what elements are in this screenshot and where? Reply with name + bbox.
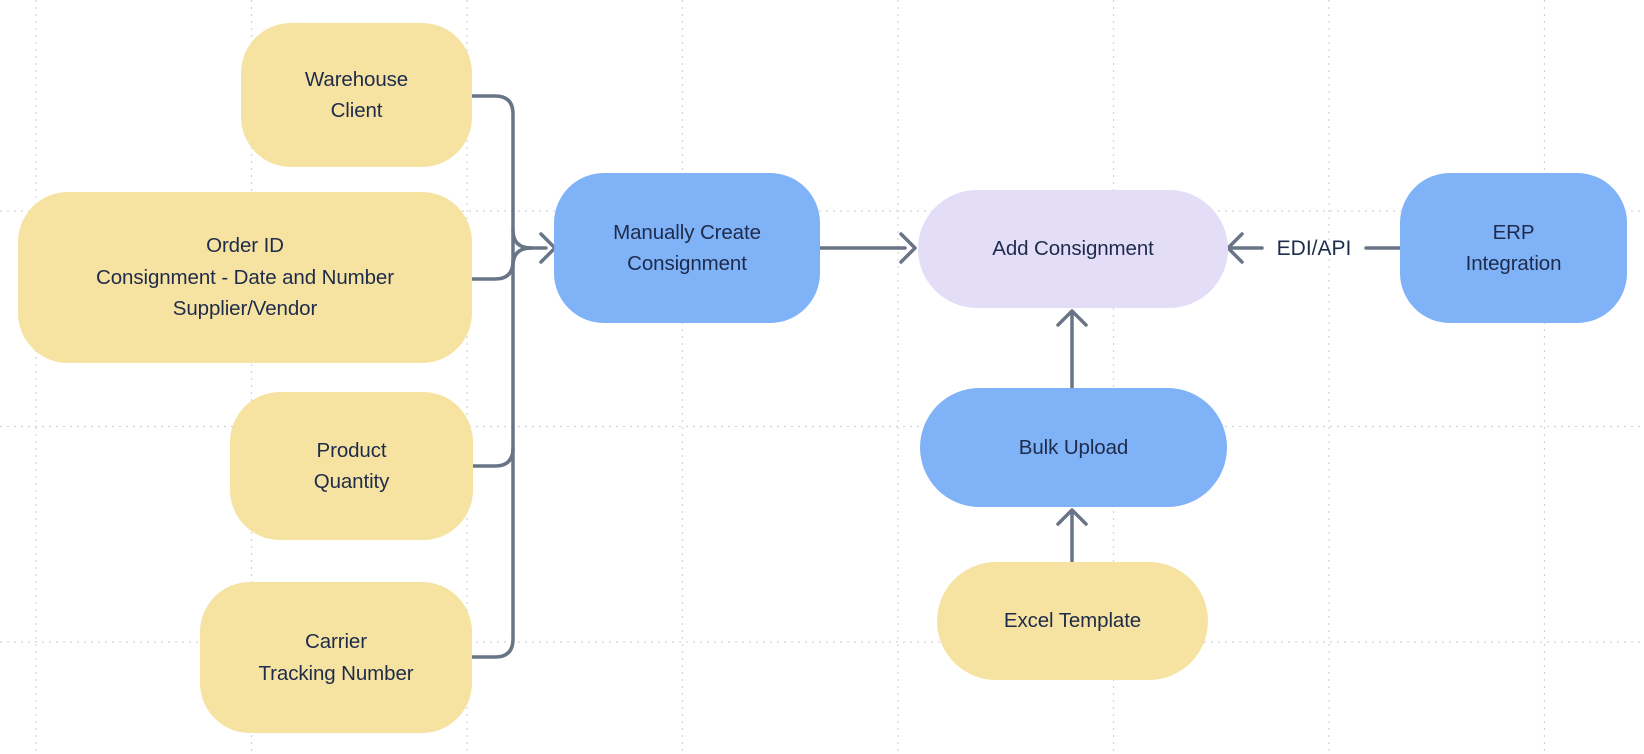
edge-inputs-trunk (470, 94, 515, 659)
node-label: Client (330, 99, 383, 122)
node-label: Warehouse (304, 67, 409, 91)
node-erp-integration[interactable]: ERP Integration (1400, 173, 1627, 323)
node-label: Order ID (206, 234, 284, 258)
node-label: Excel Template (1003, 609, 1142, 633)
node-manually-create-consignment[interactable]: Manually Create Consignment (554, 173, 820, 323)
node-label: Add Consignment (992, 237, 1154, 261)
edge-order-id-join (470, 259, 515, 281)
edge-erp-to-add-arrowhead (1226, 232, 1244, 264)
node-bulk-upload[interactable]: Bulk Upload (920, 388, 1227, 507)
node-label: Bulk Upload (1018, 435, 1129, 459)
node-label: Integration (1465, 252, 1562, 275)
node-label: Supplier/Vendor (172, 297, 318, 321)
node-label: Carrier (305, 630, 367, 653)
node-label: Product (316, 438, 387, 462)
node-label: ERP (1492, 220, 1535, 244)
edge-excel-to-bulk-arrowhead (1056, 508, 1088, 526)
edge-bulk-to-add-arrowhead (1056, 309, 1088, 327)
node-carrier-tracking-number[interactable]: Carrier Tracking Number (200, 582, 472, 733)
edge-product-quantity-join (471, 446, 515, 468)
node-label: Consignment - Date and Number (96, 265, 394, 289)
node-label: Manually Create (613, 220, 761, 244)
node-label: Tracking Number (258, 661, 414, 685)
edge-funnel-upper (511, 228, 533, 250)
node-order-id[interactable]: Order ID Consignment - Date and Number S… (18, 192, 472, 363)
node-label: Quantity (313, 470, 390, 493)
node-label: Consignment (627, 252, 747, 275)
node-excel-template[interactable]: Excel Template (937, 562, 1208, 680)
edge-manual-to-add-arrowhead (899, 232, 917, 264)
edge-funnel-lower (511, 246, 533, 268)
node-warehouse-client[interactable]: Warehouse Client (241, 23, 472, 167)
node-product-quantity[interactable]: Product Quantity (230, 392, 473, 540)
node-add-consignment[interactable]: Add Consignment (918, 190, 1228, 308)
edge-label-edi-api: EDI/API (1276, 237, 1352, 260)
